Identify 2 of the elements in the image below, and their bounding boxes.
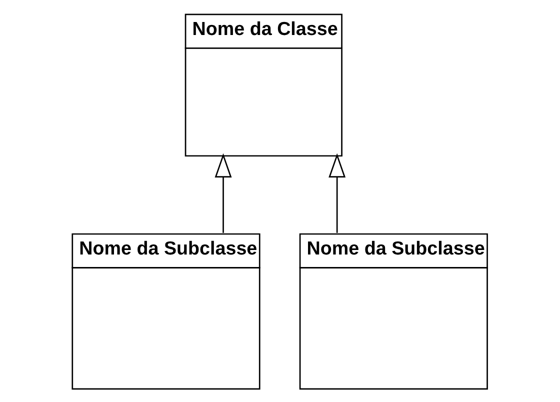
arrow — [214, 153, 232, 233]
arrow — [328, 153, 346, 233]
